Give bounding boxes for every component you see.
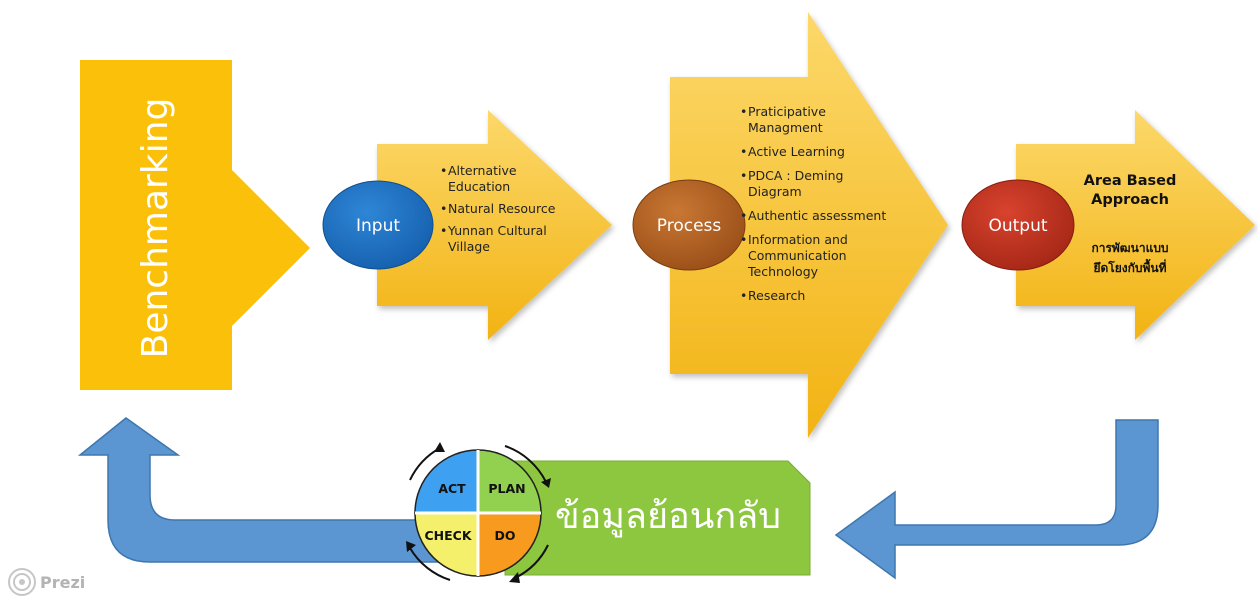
input-label: Input [356,216,400,236]
pdca-check-label: CHECK [424,528,472,543]
pdca-act-label: ACT [438,481,466,496]
process-item: PDCA : Deming Diagram [740,168,890,200]
pdca-check-quadrant [414,512,479,577]
output-title-line1: Area Based [1083,173,1177,189]
prezi-watermark: Prezi [40,573,85,592]
output-title-line2: Approach [1091,192,1169,208]
output-thai-line2: ยึดโยงกับพื้นที่ [1093,261,1167,275]
benchmarking-arrow [80,60,310,390]
return-arrow-right [834,419,1159,580]
pdca-do-quadrant [477,512,542,577]
process-circle [632,179,746,271]
process-item: Information and Communication Technology [740,232,890,280]
output-thai-text: การพัฒนาแบบ ยึดโยงกับพื้นที่ [1070,238,1190,278]
pdca-do-label: DO [494,528,515,543]
input-item: Alternative Education [440,163,570,195]
prezi-logo-icon [8,568,36,596]
input-items-list: Alternative Education Natural Resource Y… [440,163,570,261]
output-arrow [1016,110,1255,340]
pdca-plan-label: PLAN [488,481,525,496]
process-item: Praticipative Managment [740,104,890,136]
output-thai-line1: การพัฒนาแบบ [1091,241,1169,255]
benchmarking-label: Benchmarking [135,98,176,359]
process-item: Research [740,288,890,304]
output-circle [961,179,1075,271]
output-label: Output [988,216,1047,236]
process-item: Authentic assessment [740,208,890,224]
input-item: Natural Resource [440,201,570,217]
pdca-arrowheads-icon [406,442,551,583]
pdca-plan-quadrant [477,449,542,514]
input-item: Yunnan Cultural Village [440,223,570,255]
process-label: Process [657,216,722,236]
return-arrow-left [77,417,456,563]
process-item: Active Learning [740,144,890,160]
pdca-wheel: ACT PLAN CHECK DO [406,442,551,583]
pdca-act-quadrant [414,449,479,514]
process-items-list: Praticipative Managment Active Learning … [740,104,890,312]
feedback-label: ข้อมูลย้อนกลับ [555,496,781,538]
output-title: Area Based Approach [1070,172,1190,210]
input-circle [322,180,434,270]
